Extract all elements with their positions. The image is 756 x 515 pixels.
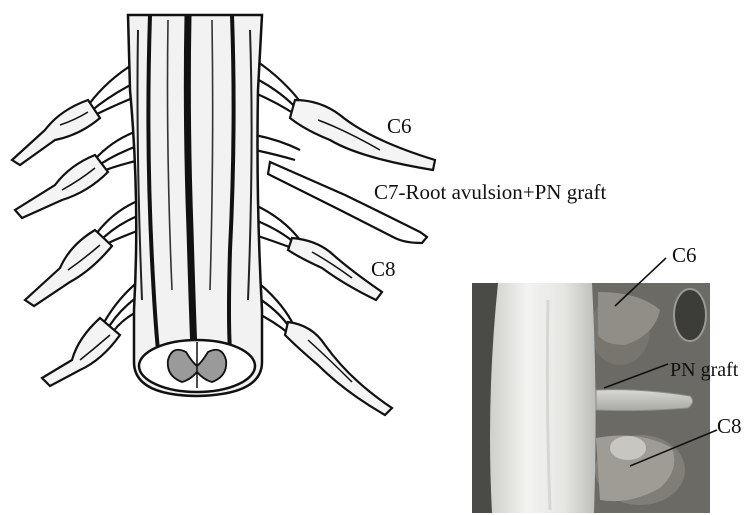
photo-label-pn-graft: PN graft bbox=[670, 359, 739, 381]
photo-spinal-cord bbox=[490, 283, 596, 513]
surgical-photo bbox=[472, 258, 717, 513]
spinal-cord-body bbox=[128, 15, 262, 396]
spinal-cord-illustration bbox=[12, 15, 435, 415]
photo-label-c6: C6 bbox=[672, 243, 697, 267]
illustration-label-c8: C8 bbox=[371, 257, 396, 281]
photo-label-c8: C8 bbox=[717, 414, 742, 438]
illustration-label-c7-graft: C7-Root avulsion+PN graft bbox=[374, 180, 606, 204]
illustration-label-c6: C6 bbox=[387, 114, 412, 138]
left-nerve-roots bbox=[12, 60, 140, 386]
